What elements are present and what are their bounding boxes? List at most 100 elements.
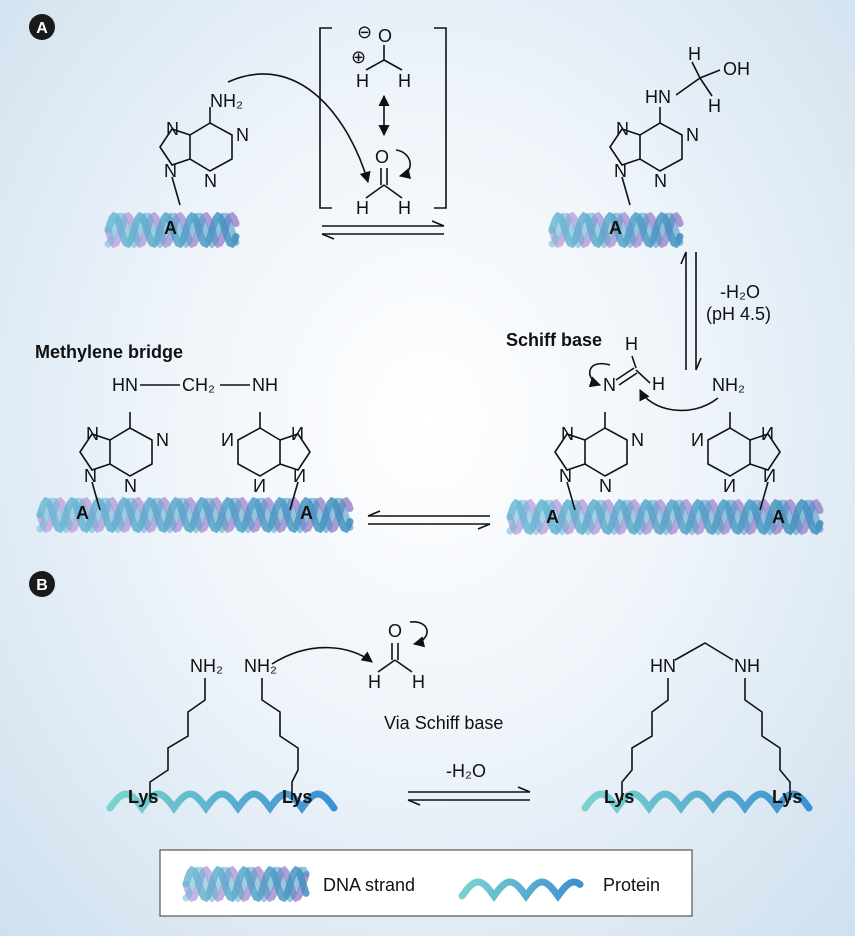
dna-helix	[104, 211, 240, 249]
adenine-molecule-5: N N N N	[554, 412, 644, 511]
n-atom: N	[164, 161, 177, 181]
svg-text:H: H	[368, 672, 381, 692]
formaldehyde-b: O H H	[368, 621, 428, 692]
svg-text:NH: NH	[734, 656, 760, 676]
svg-text:NH₂: NH₂	[244, 656, 277, 676]
adenine-molecule-4: N N N N	[221, 412, 311, 511]
adenine-label: A	[300, 503, 313, 523]
adenine-label: A	[609, 218, 622, 238]
adenine-label: A	[546, 507, 559, 527]
h-atom: H	[398, 71, 411, 91]
n-atom: N	[291, 424, 304, 444]
n-atom: N	[204, 171, 217, 191]
plus-sign: ⊕	[351, 47, 366, 67]
n-atom: N	[253, 476, 266, 496]
lys-label: Lys	[282, 787, 312, 807]
equilibrium-arrow-b	[407, 786, 531, 806]
h-atom: H	[356, 198, 369, 218]
n-atom: N	[761, 424, 774, 444]
dna-helix	[548, 211, 684, 249]
n-atom: N	[293, 466, 306, 486]
svg-text:HN: HN	[650, 656, 676, 676]
svg-text:NH₂: NH₂	[712, 375, 745, 395]
svg-text:NH: NH	[252, 375, 278, 395]
h-atom: H	[356, 71, 369, 91]
svg-text:N: N	[603, 375, 616, 395]
schiff-base-label: Schiff base	[506, 330, 602, 350]
minus-sign: ⊖	[357, 22, 372, 42]
dehydration-label: -H₂O	[720, 282, 760, 302]
dna-helix	[182, 865, 310, 903]
dehydration-b-label: -H₂O	[446, 761, 486, 781]
schiff-imine: N H H NH₂	[588, 334, 745, 412]
n-atom: N	[616, 119, 629, 139]
n-atom: N	[166, 119, 179, 139]
svg-text:NH₂: NH₂	[190, 656, 223, 676]
adenine-label: A	[76, 503, 89, 523]
svg-text:H: H	[708, 96, 721, 116]
protein-helix	[581, 790, 813, 814]
panel-b-badge: B	[29, 571, 55, 597]
adenine-molecule-2: N N N N	[609, 107, 699, 206]
dna-helix	[506, 498, 824, 536]
panel-a-badge: A	[29, 14, 55, 40]
n-atom: N	[686, 125, 699, 145]
lys-label: Lys	[128, 787, 158, 807]
ph-label: (pH 4.5)	[706, 304, 771, 324]
n-atom: N	[221, 430, 234, 450]
n-atom: N	[599, 476, 612, 496]
hydroxymethyl-group: HN H OH H	[645, 44, 750, 116]
equilibrium-arrow-vertical	[680, 251, 702, 371]
protein-helix	[458, 878, 584, 902]
n-atom: N	[86, 424, 99, 444]
attack-arrow	[227, 73, 371, 184]
methylene-bridge-label: Methylene bridge	[35, 342, 183, 362]
lys-label: Lys	[772, 787, 802, 807]
n-atom: N	[691, 430, 704, 450]
oxygen-atom: O	[375, 147, 389, 167]
adenine-label: A	[164, 218, 177, 238]
n-atom: N	[723, 476, 736, 496]
n-atom: N	[561, 424, 574, 444]
adenine-molecule-1: N N N N NH₂	[159, 91, 249, 206]
lysine-crosslink-right: HN NH Lys Lys	[604, 642, 802, 807]
n-atom: N	[156, 430, 169, 450]
svg-text:H: H	[412, 672, 425, 692]
h-atom: H	[398, 198, 411, 218]
svg-text:O: O	[388, 621, 402, 641]
svg-text:HN: HN	[112, 375, 138, 395]
n-atom: N	[614, 161, 627, 181]
protein-helix	[106, 790, 338, 814]
svg-text:B: B	[36, 577, 48, 594]
legend-protein-label: Protein	[603, 875, 660, 895]
via-schiff-label: Via Schiff base	[384, 713, 503, 733]
methylene-linker: HN CH₂ NH	[112, 375, 278, 395]
lys-label: Lys	[604, 787, 634, 807]
svg-text:H: H	[688, 44, 701, 64]
svg-text:H: H	[625, 334, 638, 354]
protein-strands	[106, 790, 813, 814]
n-atom: N	[631, 430, 644, 450]
oxygen-ion: O	[378, 26, 392, 46]
hn-label: HN	[645, 87, 671, 107]
svg-text:OH: OH	[723, 59, 750, 79]
svg-text:H: H	[652, 374, 665, 394]
n-atom: N	[763, 466, 776, 486]
legend-dna-swatch	[182, 865, 310, 903]
dna-helix	[36, 496, 354, 534]
adenine-molecule-6: N N N N	[691, 412, 781, 511]
equilibrium-arrow-bottom-a	[367, 510, 491, 530]
n-atom: N	[654, 171, 667, 191]
svg-text:CH₂: CH₂	[182, 375, 215, 395]
n-atom: N	[559, 466, 572, 486]
nh2-label: NH₂	[210, 91, 243, 111]
n-atom: N	[124, 476, 137, 496]
legend-dna-label: DNA strand	[323, 875, 415, 895]
n-atom: N	[236, 125, 249, 145]
legend-protein-swatch	[458, 878, 584, 902]
legend: DNA strand Protein	[159, 849, 693, 917]
svg-text:A: A	[36, 20, 48, 37]
n-atom: N	[84, 466, 97, 486]
